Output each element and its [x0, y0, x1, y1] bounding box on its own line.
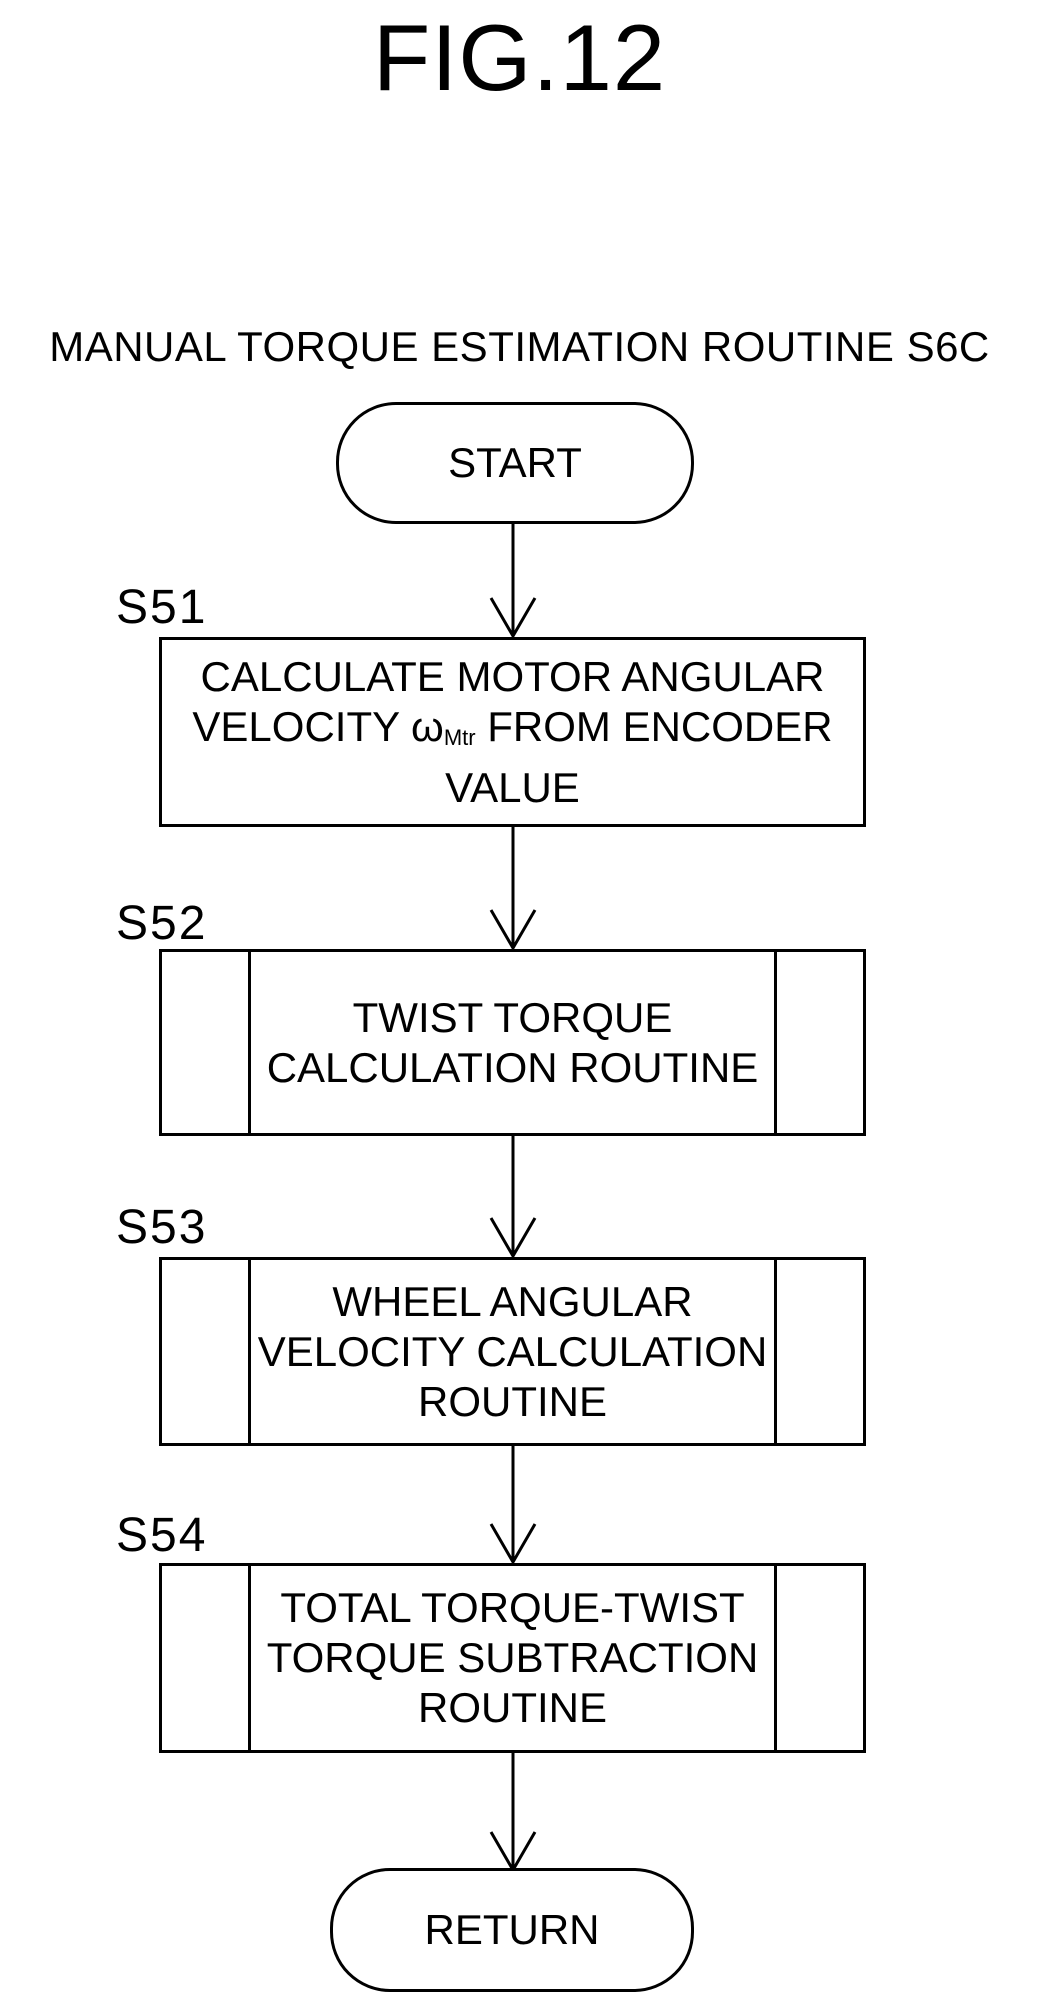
step-s51-process-box: CALCULATE MOTOR ANGULAR VELOCITY ωMtr FR… — [159, 637, 866, 827]
step-label-s52: S52 — [116, 898, 207, 950]
start-label: START — [448, 439, 582, 487]
s54-line-2: TORQUE SUBTRACTION — [267, 1633, 759, 1683]
step-label-s53: S53 — [116, 1202, 207, 1254]
s54-line-1: TOTAL TORQUE-TWIST — [280, 1583, 744, 1633]
start-terminal: START — [336, 402, 694, 524]
s54-line-3: ROUTINE — [418, 1683, 607, 1733]
s52-line-2: CALCULATION ROUTINE — [267, 1043, 759, 1093]
return-label: RETURN — [425, 1906, 600, 1954]
step-s54-subroutine-box: TOTAL TORQUE-TWIST TORQUE SUBTRACTION RO… — [159, 1563, 866, 1753]
s53-line-2: VELOCITY CALCULATION — [258, 1327, 768, 1377]
s52-line-1: TWIST TORQUE — [353, 993, 673, 1043]
step-label-s51: S51 — [116, 582, 207, 634]
s53-line-1: WHEEL ANGULAR — [332, 1277, 692, 1327]
step-s52-subroutine-box: TWIST TORQUE CALCULATION ROUTINE — [159, 949, 866, 1136]
s53-line-3: ROUTINE — [418, 1377, 607, 1427]
return-terminal: RETURN — [330, 1868, 694, 1992]
step-s53-subroutine-box: WHEEL ANGULAR VELOCITY CALCULATION ROUTI… — [159, 1257, 866, 1446]
s51-line-2: VELOCITY ωMtr FROM ENCODER — [192, 702, 832, 763]
omega-subscript: Mtr — [444, 725, 476, 750]
s51-line-1: CALCULATE MOTOR ANGULAR — [192, 652, 832, 702]
step-label-s54: S54 — [116, 1510, 207, 1562]
s51-line-3: VALUE — [192, 763, 832, 813]
